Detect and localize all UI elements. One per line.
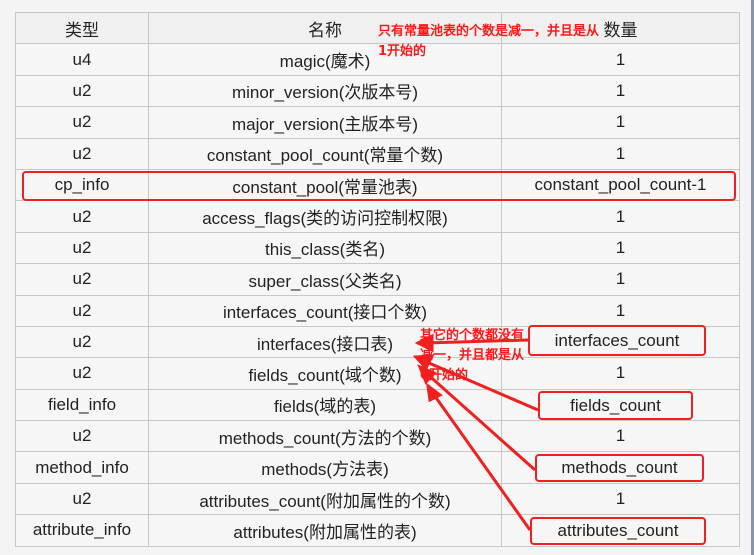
note-other-counts: 其它的个数都没有减一，并且都是从0开始的 — [420, 328, 525, 383]
label-attributes-count: attributes_count — [530, 517, 706, 545]
cell-name: major_version(主版本号) — [148, 106, 502, 139]
cell-count: 1 — [501, 106, 740, 139]
cell-count: 1 — [501, 294, 740, 327]
arrow-methods — [424, 370, 536, 472]
arrowhead — [426, 382, 443, 403]
cell-type: attribute_info — [15, 514, 149, 547]
cell-type: u2 — [15, 482, 149, 516]
arrowhead — [417, 364, 437, 385]
cell-name: constant_pool_count(常量个数) — [148, 137, 502, 170]
cell-name: access_flags(类的访问控制权限) — [148, 200, 502, 233]
cp-info-highlight — [22, 171, 736, 201]
arrow-interfaces — [424, 338, 529, 345]
arrowhead — [412, 354, 435, 371]
cell-name: attributes(附加属性的表) — [148, 514, 502, 547]
label-methods-count: methods_count — [535, 454, 704, 482]
cell-type: u2 — [15, 357, 149, 390]
cell-type: method_info — [15, 451, 149, 484]
cell-count: 1 — [501, 43, 740, 76]
cell-name: minor_version(次版本号) — [148, 74, 502, 108]
note-constant-pool: 只有常量池表的个数是减一，并且是从1开始的 — [378, 24, 600, 59]
arrow-fields — [421, 358, 539, 412]
cell-name: constant_pool(常量池表) — [148, 168, 502, 202]
cell-type: u2 — [15, 294, 149, 327]
cell-type: u4 — [15, 43, 149, 76]
cell-count: 1 — [501, 200, 740, 233]
cell-name: this_class(类名) — [148, 231, 502, 265]
cell-type: u2 — [15, 74, 149, 108]
cell-type: u2 — [15, 420, 149, 453]
cell-name: attributes_count(附加属性的个数) — [148, 482, 502, 516]
arrowhead — [414, 333, 434, 353]
label-interfaces-count: interfaces_count — [528, 325, 706, 356]
cell-name: interfaces_count(接口个数) — [148, 294, 502, 327]
cell-type: u2 — [15, 137, 149, 170]
cell-name: methods_count(方法的个数) — [148, 420, 502, 453]
arrow-attributes — [430, 391, 532, 531]
cell-type: u2 — [15, 106, 149, 139]
cell-type: field_info — [15, 388, 149, 422]
cell-count: 1 — [501, 357, 740, 390]
cell-count: 1 — [501, 263, 740, 296]
cell-name: methods(方法表) — [148, 451, 502, 484]
cell-type: u2 — [15, 231, 149, 265]
cell-count: constant_pool_count-1 — [501, 168, 740, 202]
cell-name: magic(魔术) — [148, 43, 502, 76]
header-type: 类型 — [15, 11, 149, 45]
cell-name: fields_count(域个数) — [148, 357, 502, 390]
cell-type: u2 — [15, 200, 149, 233]
cell-type: u2 — [15, 263, 149, 296]
cell-type: u2 — [15, 325, 149, 359]
cell-count: 1 — [501, 420, 740, 453]
cell-type: cp_info — [15, 168, 149, 202]
cell-count: 1 — [501, 482, 740, 516]
label-fields-count: fields_count — [538, 391, 693, 420]
cell-count: 1 — [501, 231, 740, 265]
cell-count: 1 — [501, 137, 740, 170]
header-row: 类型 名称 数量 — [15, 11, 740, 45]
